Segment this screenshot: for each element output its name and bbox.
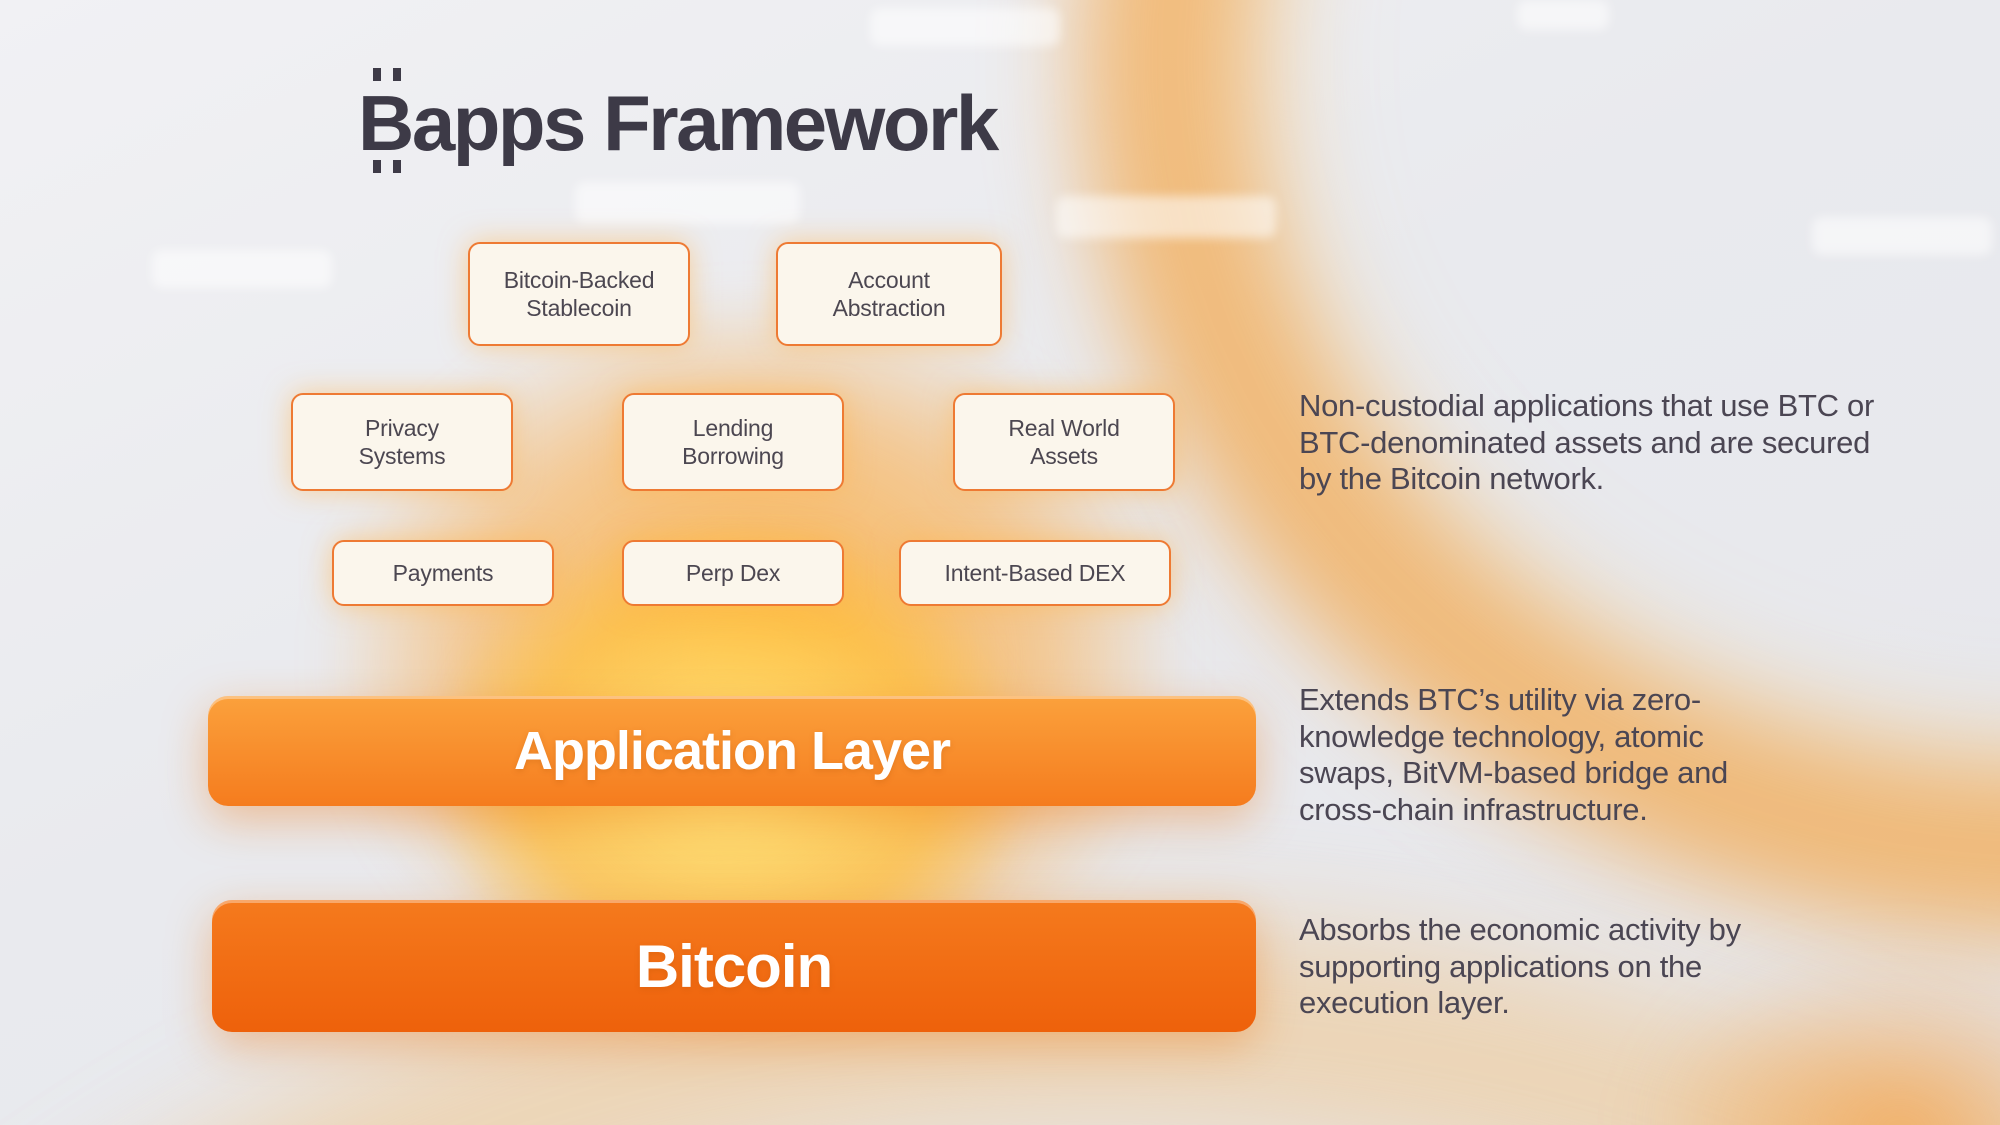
bitcoin-b-glyph: B xyxy=(358,68,414,173)
application-layer-bar: Application Layer xyxy=(208,696,1256,806)
app-card-lending-borrowing: Lending Borrowing xyxy=(622,393,844,491)
orange-glow-bottom-right xyxy=(1550,880,2000,1125)
ghost-card xyxy=(1812,217,1992,255)
page-title: Bapps Framework xyxy=(358,68,999,173)
app-card-privacy-systems: Privacy Systems xyxy=(291,393,513,491)
description-bitcoin: Absorbs the economic activity by support… xyxy=(1299,912,1741,1021)
app-card-account-abstraction: Account Abstraction xyxy=(776,242,1002,346)
page-title-text: apps Framework xyxy=(411,79,999,167)
app-card-real-world-assets: Real World Assets xyxy=(953,393,1175,491)
app-card-payments: Payments xyxy=(332,540,554,606)
description-application-layer: Extends BTC’s utility via zero-knowledge… xyxy=(1299,682,1728,827)
app-card-bitcoin-backed-stablecoin: Bitcoin-Backed Stablecoin xyxy=(468,242,690,346)
description-apps: Non-custodial applications that use BTC … xyxy=(1299,388,1874,497)
app-card-perp-dex: Perp Dex xyxy=(622,540,844,606)
bitcoin-layer-bar: Bitcoin xyxy=(212,900,1256,1032)
ghost-card xyxy=(1517,0,1609,30)
app-card-intent-based-dex: Intent-Based DEX xyxy=(899,540,1171,606)
ghost-card xyxy=(870,8,1060,46)
